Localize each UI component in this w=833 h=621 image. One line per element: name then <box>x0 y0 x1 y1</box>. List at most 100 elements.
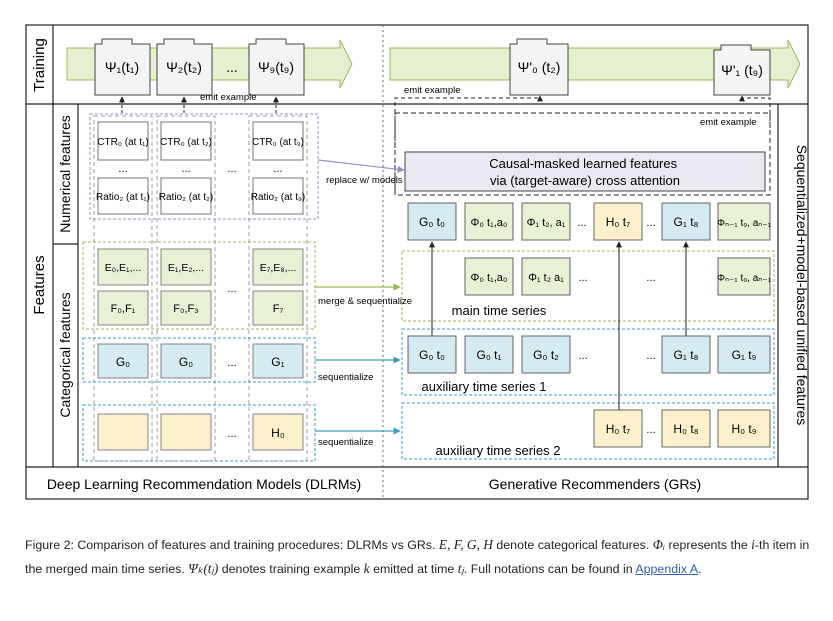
h-cell-3: H₀ <box>252 413 304 451</box>
features-label: Features <box>31 255 48 314</box>
top-cell-phi1: Φ₁ t₂, a₁ <box>521 202 571 241</box>
h-dots: ... <box>227 428 236 440</box>
ef-cell-2: E₁,E₂,... <box>160 248 212 286</box>
seq2-label: sequentialize <box>318 437 373 448</box>
num-dots-3: ... <box>227 163 236 175</box>
column-2-outline <box>156 115 216 462</box>
ratio-cell-3-text: Ratio₂ (at t₉) <box>251 192 306 203</box>
main-dots-2: ... <box>646 272 655 284</box>
aux1-dots-2: ... <box>646 350 655 362</box>
ratio-cell-1: Ratio₂ (at t₁) <box>96 177 150 215</box>
training-label: Training <box>31 38 48 92</box>
h-cell-3-text: H₀ <box>271 426 285 440</box>
num-dots-4: ... <box>273 163 282 175</box>
ef-cell-2-text: E₁,E₂,... <box>168 262 204 274</box>
aux2-cell-1: H₀ t₇ <box>593 409 643 448</box>
aux1-cell-2: G₀ t₁ <box>464 335 514 374</box>
ratio-cell-1-text: Ratio₂ (at t₁) <box>96 192 150 203</box>
main-cell-phi1: Φ₁ t₂ a₁ <box>521 257 571 296</box>
f-cell-1-text: F₀,F₁ <box>111 303 136 315</box>
main-series-label: main time series <box>452 303 547 318</box>
main-cell-phin: Φₙ₋₁ t₉, aₙ₋₁ <box>717 257 772 296</box>
ctr-cell-3-text: CTR₀ (at t₉) <box>252 137 304 148</box>
aux2-group <box>401 402 775 460</box>
training-example-3: Ψ₉(t₉) <box>248 38 305 96</box>
ratio-cell-2: Ratio₂ (at t₂) <box>159 177 213 215</box>
aux1-cell-1: G₀ t₀ <box>407 335 457 374</box>
main-cell-phi0: Φ₀ t₁,a₀ <box>464 257 514 296</box>
f-cell-3-text: F₇ <box>273 303 284 315</box>
ctr-cell-2: CTR₀ (at t₂) <box>160 121 212 161</box>
ef-cell-3: E₇,E₈,... <box>252 248 304 286</box>
replace-label: replace w/ models <box>326 175 403 186</box>
categorical-label: Categorical features <box>57 292 73 417</box>
outer-frame <box>25 24 809 500</box>
aux1-cell-1-text: G₀ t₀ <box>419 348 445 362</box>
ctr-cell-3: CTR₀ (at t₉) <box>252 121 304 161</box>
aux2-cell-2: H₀ t₈ <box>661 409 711 448</box>
g-cell-3-text: G₁ <box>271 355 284 369</box>
aux1-cell-4: G₁ t₈ <box>661 335 711 374</box>
g-cell-1: G₀ <box>97 343 149 379</box>
g-cell-2-text: G₀ <box>179 355 193 369</box>
top-cell-phin-text: Φₙ₋₁ t₉, aₙ₋₁ <box>717 218 772 229</box>
cat-g-group <box>82 337 316 383</box>
g-cell-3: G₁ <box>252 343 304 379</box>
numerical-label: Numerical features <box>57 115 73 233</box>
ctr-cell-2-text: CTR₀ (at t₂) <box>160 137 212 148</box>
main-cell-phin-text: Φₙ₋₁ t₉, aₙ₋₁ <box>717 273 772 284</box>
aux1-cell-2-text: G₀ t₁ <box>476 348 501 362</box>
training-example-4-label: Ψ'₀ (t₂) <box>518 59 561 75</box>
diagram: Training Features Numerical features Cat… <box>25 24 810 500</box>
top-cell-h0-text: H₀ t₇ <box>606 215 630 229</box>
training-example-2: Ψ₂(t₂) <box>156 38 213 96</box>
main-cell-phi0-text: Φ₀ t₁,a₀ <box>471 272 508 284</box>
ef-dots: ... <box>227 283 236 295</box>
aux1-dots-1: ... <box>578 350 587 362</box>
training-example-1: Ψ₁(t₁) <box>94 38 151 96</box>
aux1-cell-5-text: G₁ t₉ <box>732 348 757 362</box>
training-example-1-label: Ψ₁(t₁) <box>105 59 139 75</box>
appendix-link[interactable]: Appendix A <box>635 562 699 576</box>
ratio-cell-2-text: Ratio₂ (at t₂) <box>159 192 213 203</box>
f-cell-2: F₀,F₃ <box>160 290 212 326</box>
causal-box <box>404 151 766 192</box>
ratio-cell-3: Ratio₂ (at t₉) <box>251 177 306 215</box>
aux1-label: auxiliary time series 1 <box>422 379 547 394</box>
training-example-2-label: Ψ₂(t₂) <box>166 59 202 75</box>
aux2-dots: ... <box>646 424 655 436</box>
column-3-outline <box>248 115 308 462</box>
ef-cell-3-text: E₇,E₈,... <box>260 262 297 274</box>
g-cell-1-text: G₀ <box>116 355 130 369</box>
dlrm-label: Deep Learning Recommendation Models (DLR… <box>47 476 361 492</box>
training-example-3-label: Ψ₉(t₉) <box>258 59 294 75</box>
merge-label: merge & sequentialize <box>318 296 412 307</box>
training-example-5-label: Ψ'₁ (t₉) <box>721 62 763 78</box>
cat-h-group <box>82 404 316 462</box>
top-cell-phi1-text: Φ₁ t₂, a₁ <box>527 217 566 229</box>
top-dots-1: ... <box>577 217 586 229</box>
aux1-cell-5: G₁ t₉ <box>717 335 771 374</box>
column-1-outline <box>93 115 153 462</box>
aux1-cell-3-text: G₀ t₂ <box>533 348 559 362</box>
num-dots-2: ... <box>181 163 190 175</box>
f-cell-2-text: F₀,F₃ <box>173 303 199 315</box>
top-cell-g0: G₀ t₀ <box>407 202 457 241</box>
g-dots: ... <box>227 357 236 369</box>
main-dots-1: ... <box>578 272 587 284</box>
num-dots-1: ... <box>118 163 127 175</box>
f-cell-3: F₇ <box>252 290 304 326</box>
emit-label-mid: emit example <box>404 85 461 96</box>
aux1-cell-3: G₀ t₂ <box>521 335 571 374</box>
top-cell-g0-text: G₀ t₀ <box>419 215 445 229</box>
f-cell-1: F₀,F₁ <box>97 290 149 326</box>
top-cell-phi0: Φ₀ t₁,a₀ <box>464 202 514 241</box>
top-cell-g1-text: G₁ t₈ <box>673 215 698 229</box>
top-cell-phin: Φₙ₋₁ t₉, aₙ₋₁ <box>717 202 772 241</box>
training-example-5: Ψ'₁ (t₉) <box>713 44 771 96</box>
aux2-cell-1-text: H₀ t₇ <box>606 422 630 436</box>
emit-label-right: emit example <box>700 117 757 128</box>
top-dots-2: ... <box>646 217 655 229</box>
cat-ef-group <box>82 241 316 330</box>
training-ellipsis: ... <box>226 59 238 75</box>
